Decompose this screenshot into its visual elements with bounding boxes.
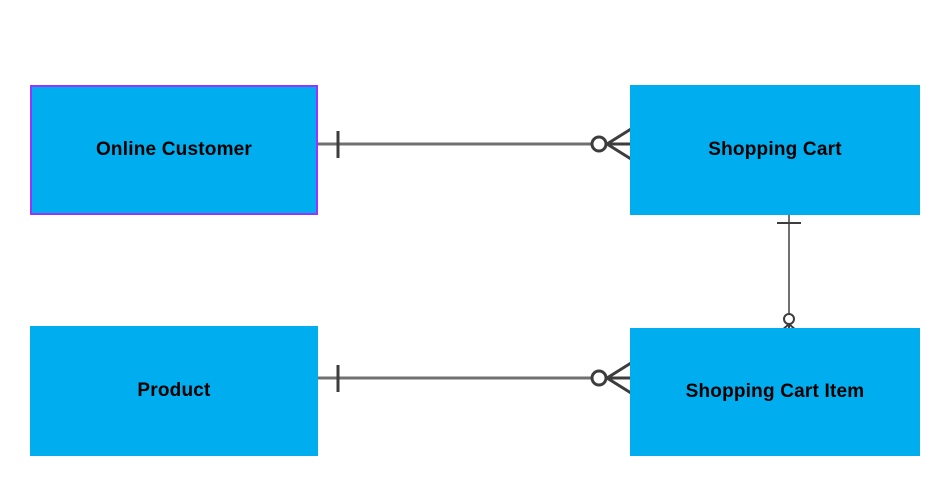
cardinality-zero-circle xyxy=(590,135,608,153)
cardinality-zero-circle xyxy=(783,313,795,325)
crows-foot-many-marker xyxy=(606,361,632,395)
entity-online-customer[interactable]: Online Customer xyxy=(30,85,318,215)
crows-foot-many-marker xyxy=(606,127,632,161)
entity-label-online-customer: Online Customer xyxy=(95,139,253,160)
entity-label-product: Product xyxy=(137,380,211,401)
entity-product[interactable]: Product xyxy=(30,326,318,456)
relationship-product-to-cart-item[interactable] xyxy=(317,361,632,395)
entity-label-shopping-cart-item: Shopping Cart Item xyxy=(685,381,865,402)
entity-shopping-cart-item[interactable]: Shopping Cart Item xyxy=(630,328,920,456)
entity-label-shopping-cart: Shopping Cart xyxy=(708,139,842,160)
entity-shopping-cart[interactable]: Shopping Cart xyxy=(630,85,920,215)
relationship-customer-to-cart[interactable] xyxy=(318,127,632,161)
cardinality-zero-circle xyxy=(590,369,608,387)
relationship-cart-to-cart-item[interactable] xyxy=(777,215,801,333)
